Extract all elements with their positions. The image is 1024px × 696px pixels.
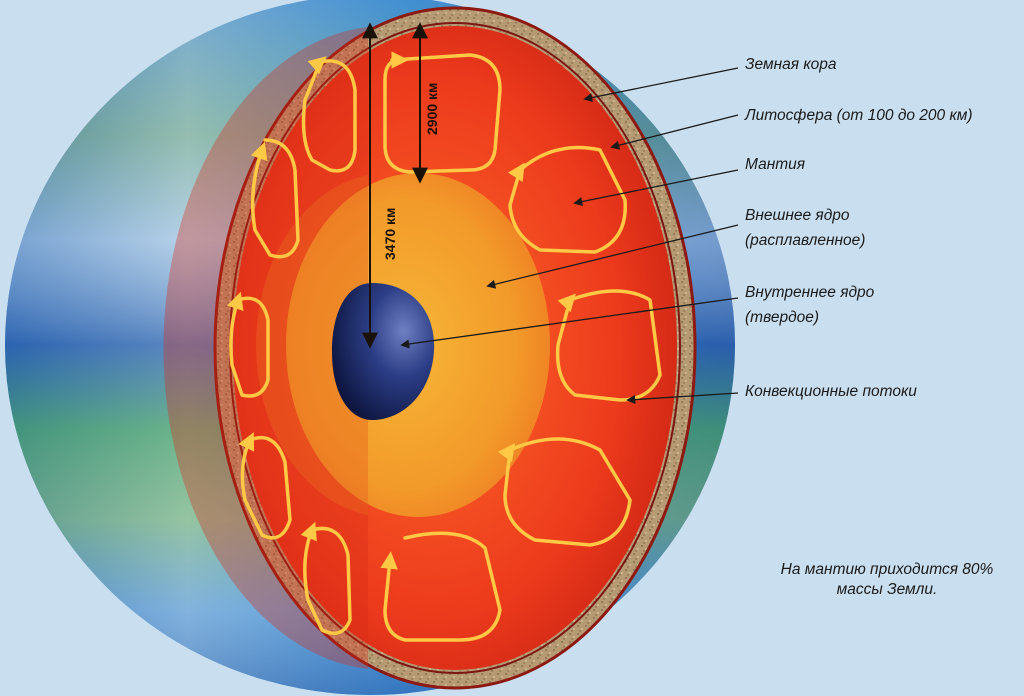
convection-loop xyxy=(380,531,502,642)
convection-loop xyxy=(238,432,292,540)
convection-loop xyxy=(505,437,632,547)
label-convection: Конвекционные потоки xyxy=(745,383,917,400)
leader-lithosphere xyxy=(610,114,739,150)
label-lithosphere: Литосфера (от 100 до 200 км) xyxy=(745,107,973,124)
convection-loop xyxy=(301,61,357,173)
leader-lines xyxy=(400,67,739,405)
label-inner-core-line2: (твердое) xyxy=(745,309,820,326)
leader-mantle xyxy=(573,169,739,207)
mantle-depth-value: 2900 км xyxy=(424,83,440,135)
label-crust: Земная кора xyxy=(745,56,837,73)
convection-loop xyxy=(510,145,627,254)
convection-currents xyxy=(226,51,662,642)
leader-outer-core xyxy=(486,224,739,289)
leader-crust xyxy=(583,67,739,103)
convection-loop xyxy=(555,291,662,402)
outer-core-shadow xyxy=(256,175,368,515)
label-mantle: Мантия xyxy=(745,156,806,173)
mantle-mass-note-line1: На мантию приходится 80% xyxy=(780,561,994,578)
mantle-mass-note-line2: массы Земли. xyxy=(836,581,938,598)
convection-loop xyxy=(383,51,502,174)
convection-loop xyxy=(300,521,352,636)
leader-convection xyxy=(626,392,739,405)
label-outer-core-line1: Внешнее ядро xyxy=(745,207,850,224)
convection-loop xyxy=(250,138,300,259)
dimension-lines: 3470 км 2900 км xyxy=(362,22,440,349)
mantle-shadow xyxy=(163,27,368,669)
convection-loop xyxy=(226,291,270,398)
mantle-mass-note: На мантию приходится 80% массы Земли. xyxy=(752,560,1022,600)
core-radius-value: 3470 км xyxy=(382,208,398,260)
label-outer-core-line2: (расплавленное) xyxy=(745,232,866,249)
inner-core xyxy=(332,283,435,420)
label-inner-core-line1: Внутреннее ядро xyxy=(745,284,875,301)
leader-inner-core xyxy=(400,297,739,349)
